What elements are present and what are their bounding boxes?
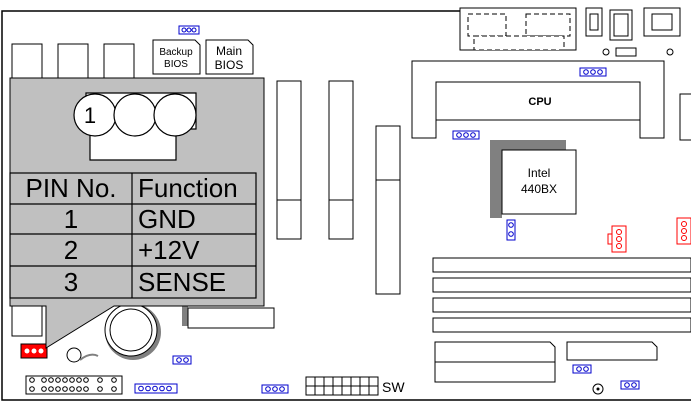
chipset-jumper	[506, 219, 516, 241]
cpu-slot: CPU	[411, 60, 665, 139]
table-header-pin: PIN No.	[25, 173, 116, 203]
fan-pin-3	[153, 93, 197, 137]
intel-440bx-chipset: Intel 440BX	[490, 140, 577, 218]
buzzer	[592, 383, 604, 395]
chipset-label: Intel	[528, 166, 551, 180]
expansion-slot-1	[432, 257, 691, 273]
table-cell-pin: 2	[64, 235, 78, 265]
fan-header-highlighted	[20, 343, 48, 359]
jumper-bottom-left-small	[172, 355, 192, 365]
expansion-slot-2	[432, 277, 691, 293]
cpu-jumper-left	[452, 130, 480, 140]
table-cell-function: +12V	[138, 235, 200, 265]
backup-bios-chip: Backup BIOS	[152, 39, 201, 75]
fan-connector-enlarged: 1	[73, 92, 197, 161]
pin-one-marker: 1	[84, 103, 96, 128]
fan-header-right-1	[607, 225, 627, 253]
battery	[104, 303, 161, 360]
ide-connector-right	[566, 341, 658, 361]
table-cell-function: GND	[138, 204, 196, 234]
switch-label: SW	[382, 379, 405, 395]
table-header-function: Function	[138, 173, 238, 203]
right-edge-connector	[679, 93, 691, 141]
main-bios-label: Main	[216, 44, 242, 58]
dimm-slot-1	[276, 80, 302, 240]
fan-pin-2	[113, 93, 157, 137]
gray-bar	[182, 306, 188, 326]
table-cell-pin: 1	[64, 204, 78, 234]
backup-bios-label-2: BIOS	[164, 59, 188, 70]
bottom-jumper-far-right	[620, 380, 640, 390]
expansion-slot-3	[432, 297, 691, 313]
dip-switch	[305, 376, 379, 396]
rear-io-ports	[459, 7, 681, 57]
backup-bios-label: Backup	[159, 47, 193, 58]
jumper-bottom-mid	[261, 384, 289, 394]
main-bios-chip: Main BIOS	[205, 39, 254, 75]
vertical-connector	[375, 125, 401, 295]
capacitor	[66, 347, 99, 363]
table-cell-pin: 3	[64, 267, 78, 297]
front-panel-header	[25, 375, 123, 395]
top-jumper	[178, 25, 200, 35]
top-connector-middle	[57, 43, 89, 85]
table-cell-function: SENSE	[138, 267, 226, 297]
bottom-left-connector	[11, 305, 43, 337]
cpu-jumper-top	[579, 67, 607, 77]
main-bios-label-2: BIOS	[215, 58, 244, 72]
dimm-slot-2	[328, 80, 354, 240]
pin-function-table: PIN No. Function 1 GND 2 +12V 3 SENSE	[9, 172, 257, 299]
bottom-jumper-right	[572, 364, 592, 374]
jumper-bottom-left-row	[134, 383, 178, 394]
expansion-slot-4	[432, 317, 691, 333]
board-outline	[1, 10, 691, 401]
connector-block	[187, 307, 275, 329]
cpu-slot-label: CPU	[528, 96, 551, 108]
chipset-model: 440BX	[521, 182, 557, 196]
fan-header-right-2	[676, 217, 691, 245]
